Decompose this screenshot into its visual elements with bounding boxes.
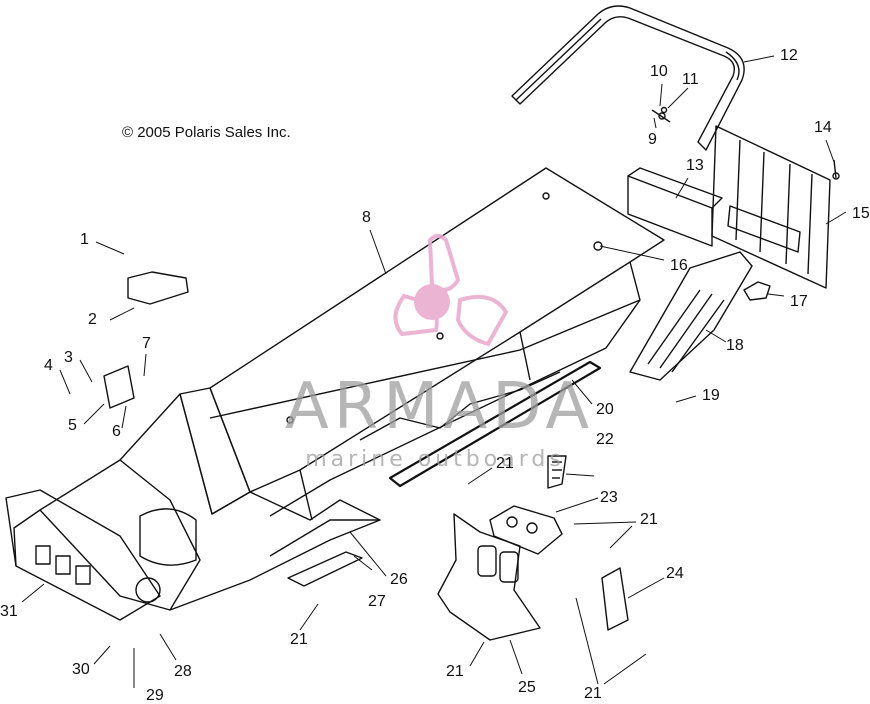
- callout-4: 4: [44, 357, 53, 374]
- callout-19: 19: [702, 387, 720, 404]
- flap-plate-part: [627, 167, 723, 247]
- callout-21-bottom: 21: [446, 663, 464, 680]
- callout-13: 13: [686, 157, 704, 174]
- bracket-6: [103, 365, 135, 409]
- callout-26: 26: [390, 571, 408, 588]
- callout-leaders: [21, 55, 847, 688]
- watermark-name: ARMADA: [285, 370, 595, 444]
- callout-21-lower-right: 21: [584, 685, 602, 702]
- callout-21-top: 21: [496, 455, 514, 472]
- callout-20: 20: [596, 401, 614, 418]
- callout-11: 11: [682, 71, 699, 88]
- callout-25: 25: [518, 679, 536, 696]
- bracket-2: [127, 271, 189, 305]
- watermark-logo-icon: [393, 234, 509, 347]
- snowflap-part: [711, 125, 831, 289]
- callout-23: 23: [600, 489, 618, 506]
- copyright-notice: © 2005 Polaris Sales Inc.: [122, 124, 291, 141]
- callout-1: 1: [80, 231, 89, 248]
- callout-8: 8: [362, 209, 371, 226]
- rear-bumper-part: [511, 5, 745, 151]
- callout-28: 28: [174, 663, 192, 680]
- callout-27: 27: [368, 593, 386, 610]
- running-board-part: [629, 251, 753, 381]
- front-bumper-part: [5, 489, 161, 621]
- callout-30: 30: [72, 661, 90, 678]
- callout-2: 2: [88, 311, 97, 328]
- callout-29: 29: [146, 687, 164, 704]
- bracket-24: [601, 567, 629, 631]
- shield-23: [489, 505, 563, 555]
- callout-16: 16: [670, 257, 688, 274]
- hardware-9-10-11: [651, 106, 671, 123]
- strap-22: [547, 455, 567, 489]
- callout-18: 18: [726, 337, 744, 354]
- callout-22: 22: [596, 431, 614, 448]
- callout-3: 3: [64, 349, 73, 366]
- callout-10: 10: [650, 63, 668, 80]
- exhaust-bracket-25: [437, 513, 541, 641]
- callout-15: 15: [852, 205, 870, 222]
- callout-5: 5: [68, 417, 77, 434]
- watermark-tagline: marine outboards: [305, 447, 565, 472]
- plate-27: [287, 551, 363, 587]
- callout-7: 7: [142, 335, 151, 352]
- callout-24: 24: [666, 565, 684, 582]
- callout-31: 31: [0, 603, 18, 620]
- callout-17: 17: [790, 293, 808, 310]
- screw-14: [832, 159, 840, 180]
- arrow-decal-17: [743, 281, 771, 301]
- callout-9: 9: [648, 131, 657, 148]
- callout-6: 6: [112, 423, 121, 440]
- lower-frame-part: [39, 393, 381, 611]
- callout-14: 14: [814, 119, 832, 136]
- tunnel-frame-part: [179, 167, 665, 521]
- callout-21-left: 21: [290, 631, 308, 648]
- side-rail-part: [388, 360, 602, 488]
- callout-21-right: 21: [640, 511, 658, 528]
- callout-12: 12: [780, 47, 798, 64]
